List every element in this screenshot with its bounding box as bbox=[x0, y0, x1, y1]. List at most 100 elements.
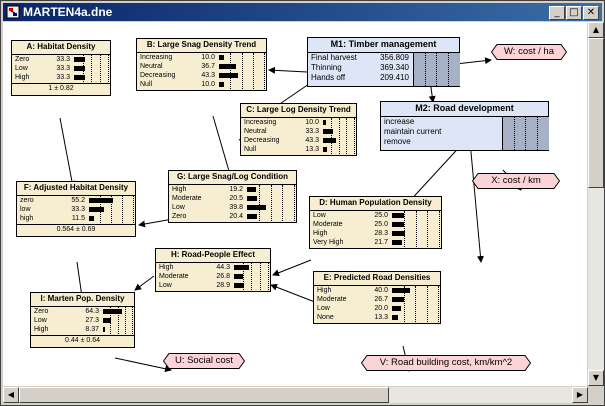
bar-gridline bbox=[338, 118, 340, 154]
decision-option[interactable]: remove bbox=[381, 137, 548, 147]
scroll-up-icon[interactable]: ▲ bbox=[588, 22, 604, 38]
state-probability: 28.9 bbox=[216, 282, 230, 289]
scroll-right-icon[interactable]: ▶ bbox=[572, 387, 588, 403]
probability-bar bbox=[219, 73, 239, 78]
probability-bar bbox=[392, 240, 403, 245]
state-probability: 44.3 bbox=[216, 264, 230, 271]
decision-title: M2: Road development bbox=[381, 102, 548, 117]
bar-gridline bbox=[354, 118, 355, 154]
probability-bar bbox=[247, 196, 257, 201]
close-button[interactable]: ✕ bbox=[583, 6, 599, 20]
scroll-left-icon[interactable]: ◀ bbox=[3, 387, 19, 403]
state-probability: 13.3 bbox=[374, 314, 388, 321]
utility-hexagon-shape bbox=[163, 353, 245, 369]
utility-node-v[interactable]: V: Road building cost, km/km^2 bbox=[361, 355, 531, 371]
bar-gridline bbox=[117, 307, 119, 334]
node-expected-value: 0.44 ± 0.64 bbox=[31, 335, 134, 347]
utility-node-w[interactable]: W: cost / ha bbox=[491, 44, 567, 60]
decision-option[interactable]: maintain current bbox=[381, 127, 548, 137]
utility-label: V: Road building cost, km/km^2 bbox=[379, 357, 513, 368]
vertical-scroll-thumb[interactable] bbox=[588, 38, 604, 188]
utility-node-x[interactable]: X: cost / km bbox=[472, 173, 560, 189]
state-name: high bbox=[20, 215, 34, 222]
state-name: High bbox=[313, 230, 328, 237]
node-expected-value: 0.564 ± 0.69 bbox=[17, 224, 135, 236]
bar-gridline bbox=[447, 53, 449, 86]
state-probability: 33.3 bbox=[56, 74, 70, 81]
horizontal-scroll-thumb[interactable] bbox=[19, 387, 389, 403]
node-title: I: Marten Pop. Density bbox=[31, 293, 134, 307]
scroll-down-icon[interactable]: ▼ bbox=[588, 370, 604, 386]
bar-gridline bbox=[439, 211, 440, 247]
bar-gridline bbox=[122, 196, 123, 223]
state-name: Neutral bbox=[244, 128, 267, 135]
bar-gridline bbox=[230, 53, 232, 89]
probability-bar bbox=[392, 297, 405, 302]
utility-node-u[interactable]: U: Social cost bbox=[163, 353, 245, 369]
utility-hexagon-shape bbox=[472, 173, 560, 189]
node-title: G: Large Snag/Log Condition bbox=[169, 171, 296, 185]
probability-bar bbox=[392, 288, 411, 293]
state-name: High bbox=[15, 74, 30, 81]
option-value: 209.410 bbox=[380, 73, 409, 82]
maximize-button[interactable]: □ bbox=[566, 6, 582, 20]
bar-gridline bbox=[403, 286, 405, 322]
influence-arrow bbox=[134, 275, 155, 291]
decision-option[interactable]: increase bbox=[381, 117, 548, 127]
influence-arrow bbox=[272, 259, 312, 277]
probability-bar bbox=[74, 75, 86, 80]
size-grip[interactable] bbox=[588, 387, 604, 403]
window-title: MARTEN4a.dne bbox=[23, 5, 113, 19]
state-name: low bbox=[20, 206, 31, 213]
vertical-scrollbar[interactable]: ▲ ▼ bbox=[588, 22, 604, 386]
state-name: Moderate bbox=[317, 296, 347, 303]
bar-gridline bbox=[346, 118, 348, 154]
state-name: Moderate bbox=[159, 273, 189, 280]
bar-gridline bbox=[110, 307, 112, 334]
title-bar[interactable]: MARTEN4a.dne _ □ ✕ bbox=[3, 3, 602, 21]
bar-gridline bbox=[268, 263, 269, 290]
bar-gridline bbox=[294, 185, 295, 221]
bar-gridline bbox=[241, 53, 243, 89]
state-name: Zero bbox=[15, 56, 30, 63]
bar-gridline bbox=[108, 55, 109, 82]
state-probability: 11.5 bbox=[71, 215, 85, 222]
horizontal-scrollbar[interactable]: ◀ ▶ bbox=[3, 387, 588, 403]
influence-arrow bbox=[59, 117, 76, 188]
probability-bar bbox=[89, 207, 104, 212]
bar-gridline bbox=[251, 263, 252, 290]
bar-gridline bbox=[330, 118, 332, 154]
state-probability: 20.0 bbox=[374, 305, 388, 312]
minimize-button[interactable]: _ bbox=[549, 6, 565, 20]
bar-gridline bbox=[415, 211, 417, 247]
state-probability: 21.7 bbox=[374, 239, 388, 246]
